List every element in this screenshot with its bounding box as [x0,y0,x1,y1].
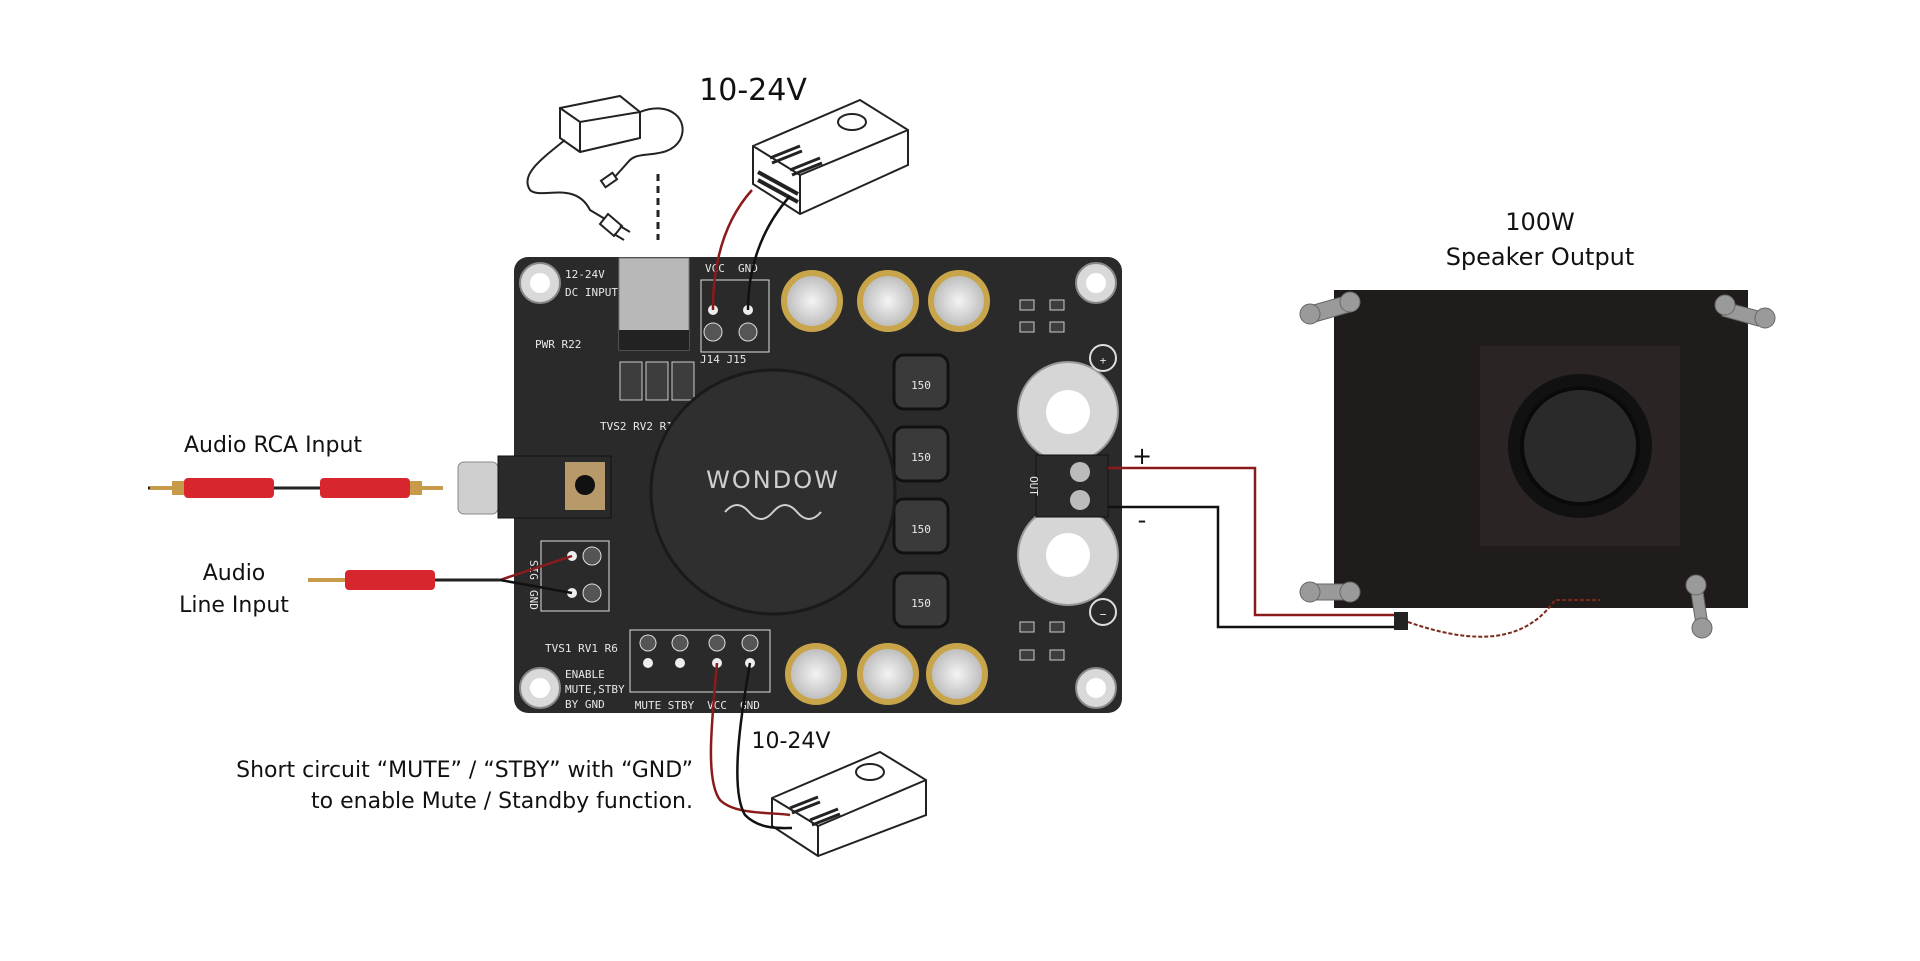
negative-sign: - [1138,506,1147,534]
speaker-icon [1299,290,1776,639]
enable-label: ENABLE [565,668,605,681]
sig-gnd-label: GND [527,590,540,610]
rca-cable-icon [148,478,443,498]
top-voltage-label: 10-24V [699,73,807,108]
pwr-label: PWR R22 [535,338,581,351]
line-input-label-2: Line Input [179,593,289,618]
bottom-voltage-label: 10-24V [752,729,831,754]
inductor-label: 150 [911,597,931,610]
inductor-label: 150 [911,451,931,464]
rca-input-label: Audio RCA Input [184,433,362,458]
brand-wave-icon [724,504,822,520]
power-supply-bottom-icon [771,750,927,858]
enable-label-2: MUTE,STBY [565,683,625,696]
vcc-gnd-terminal-top [700,279,770,353]
power-wire-negative-bottom [736,662,793,830]
inductors: 150 150 150 150 [892,353,950,629]
output-posts: + − [1017,344,1119,626]
speaker-output-label: Speaker Output [1446,243,1635,271]
positive-sign: + [1132,442,1152,470]
rca-jack [457,461,499,515]
line-input-cable-icon [308,554,573,595]
capacitors [781,270,990,705]
j14-j15-label: J14 J15 [700,353,746,366]
vcc-label: VCC [705,262,725,275]
brand-logo: WONDOW [706,466,840,494]
dc-range-label: 12-24V [565,268,605,281]
power-wire-positive-bottom [709,662,791,817]
mute-note-line-1: Short circuit “MUTE” / “STBY” with “GND” [236,758,693,783]
tvs2-label: TVS2 RV2 R15 [600,420,679,433]
speaker-wire-positive [1108,466,1402,617]
line-input-terminal [540,540,610,612]
mute-label: MUTE [635,699,662,712]
enable-label-3: BY GND [565,698,605,711]
power-wire-positive-top [711,189,753,311]
heatsink [649,368,897,616]
line-input-label-1: Audio [203,561,266,586]
power-wire-negative-top [746,195,791,311]
speaker-wire-negative [1108,505,1402,629]
out-label: OUT [1027,476,1040,496]
dc-input-label: DC INPUT [565,286,618,299]
minus-mark: − [1100,608,1107,621]
stby-label: STBY [668,699,695,712]
vcc-bottom-label: VCC [707,699,727,712]
plus-mark: + [1100,354,1107,367]
speaker-output-terminal [1035,454,1109,518]
mute-stby-vcc-gnd-terminal [629,629,771,693]
speaker-power-label: 100W [1505,208,1575,236]
inductor-label: 150 [911,523,931,536]
inductor-label: 150 [911,379,931,392]
gnd-bottom-label: GND [740,699,760,712]
tvs1-label: TVS1 RV1 R6 [545,642,618,655]
power-supply-top-icon [752,98,909,216]
mute-note-line-2: to enable Mute / Standby function. [311,789,693,814]
power-adapter-icon [526,94,684,241]
amplifier-board: 12-24V DC INPUT VCC GND J14 J15 PWR R22 … [457,257,1122,713]
